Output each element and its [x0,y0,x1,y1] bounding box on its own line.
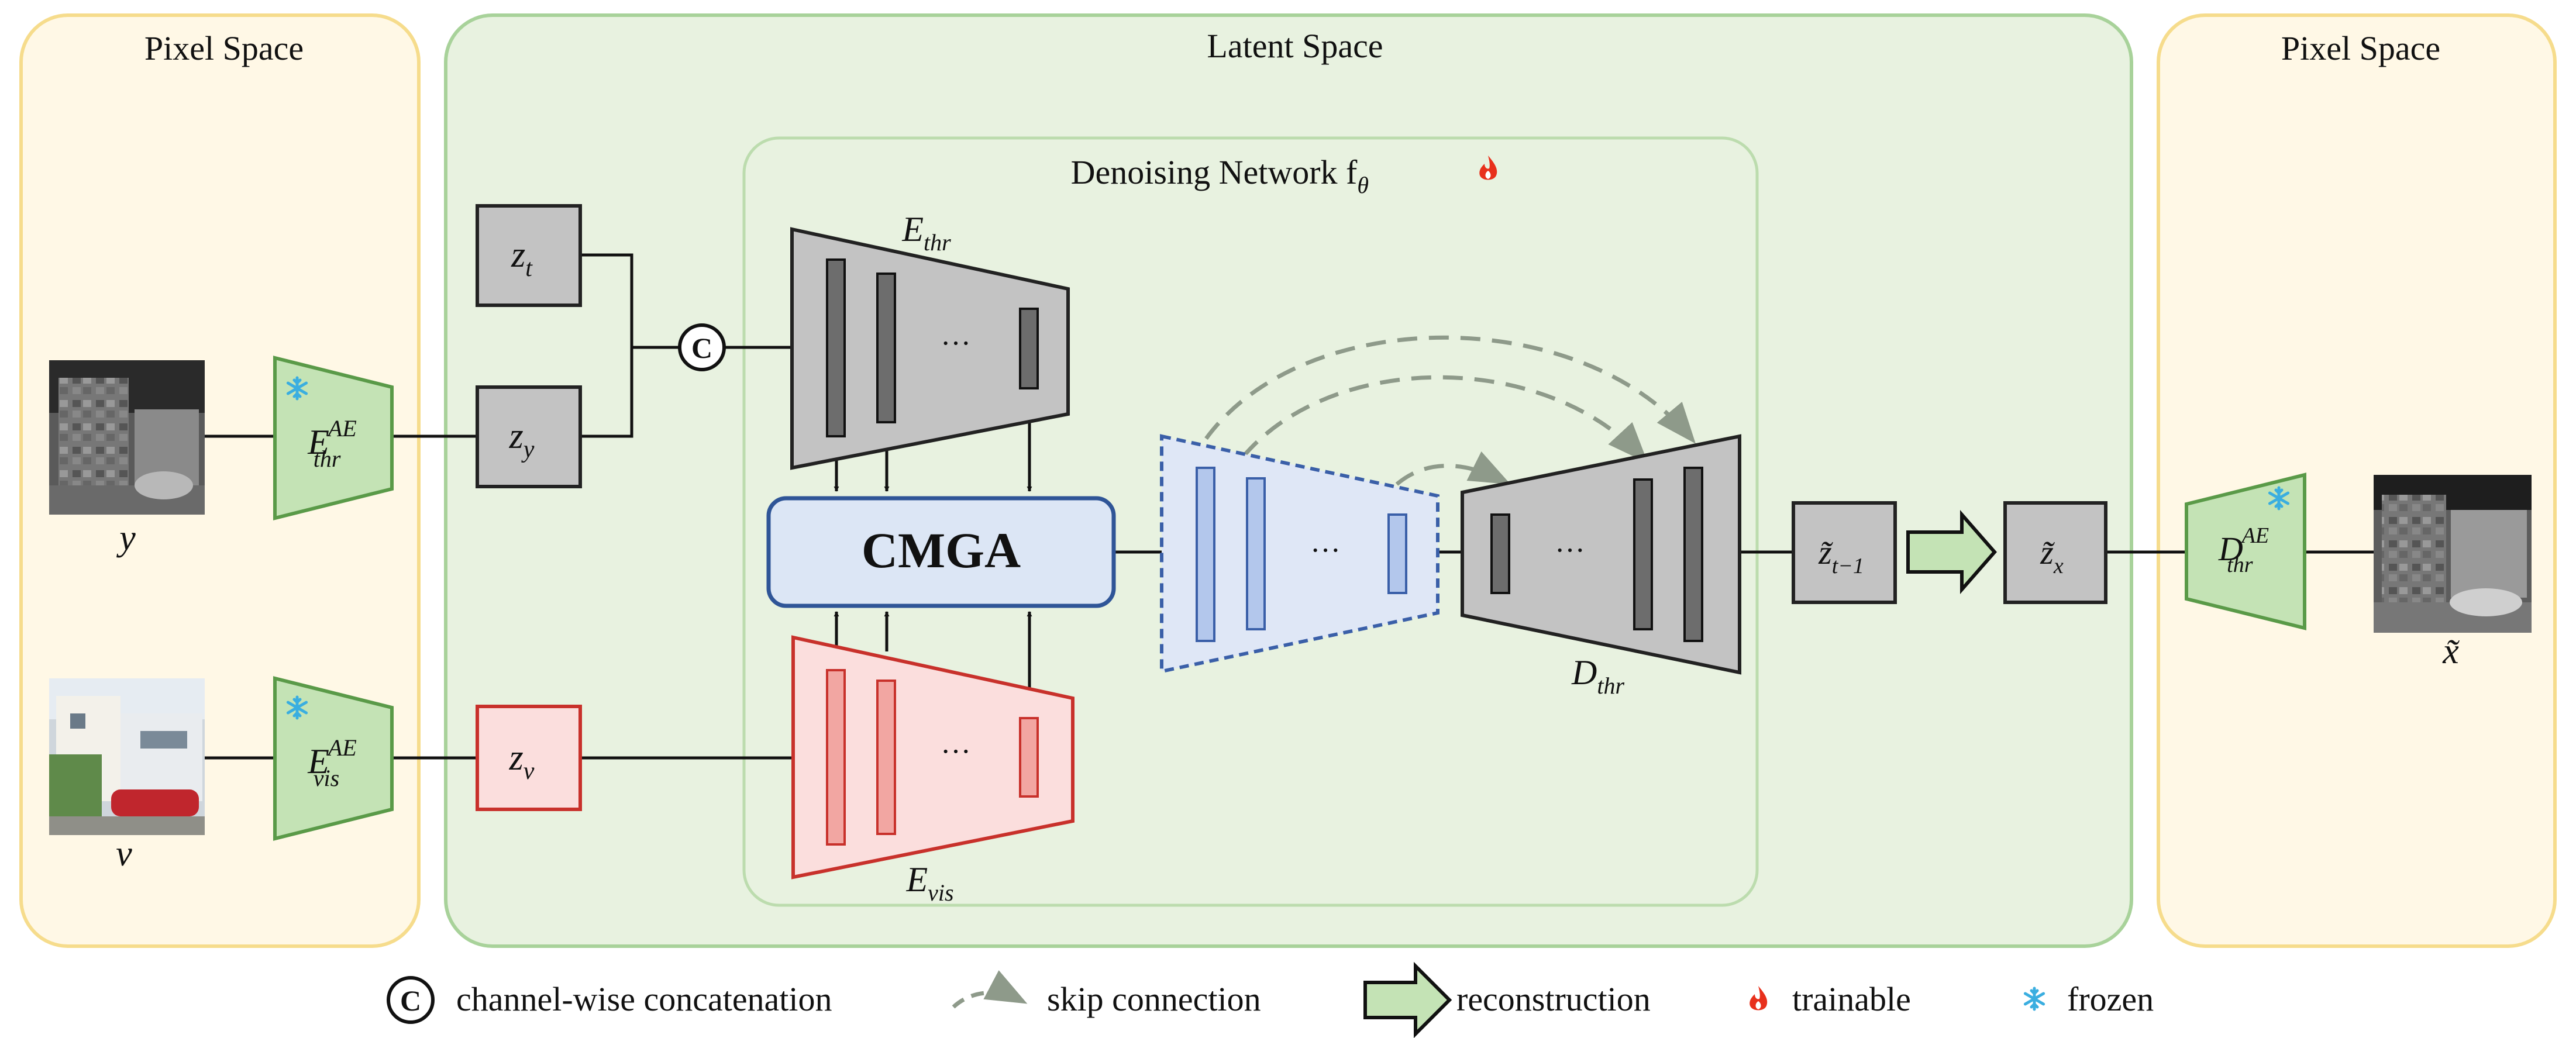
z-x-label: z̃x [2040,533,2064,578]
blue-layer-2 [1246,477,1266,630]
latent-space-label: Latent Space [1207,27,1383,65]
thermal-decoder [1461,434,1741,675]
zy-box [476,385,582,488]
thermal-encoder-label: Ethr [901,210,951,256]
legend-trainable-label: trainable [1792,980,1911,1018]
cmga-decoder-branch [1160,434,1439,674]
thermal-output-label: x̃ [2442,632,2460,671]
legend-reconstruction-icon [1363,961,1452,1038]
visible-encoder [791,635,1075,880]
thermal-encoder-layer-2 [876,273,896,423]
legend-reconstruction-label: reconstruction [1456,980,1651,1018]
legend-concat-icon [387,976,435,1024]
encoder-to-cmga-arrows [834,419,1032,690]
thermal-decoder-layer-1 [1490,513,1510,594]
z-prev-label: z̃t−1 [1818,533,1864,578]
blue-block-ellipsis: ··· [1310,534,1341,567]
visible-encoder-layer-3 [1019,717,1039,798]
pixel-space-right-region [2157,13,2557,948]
thermal-input-image [49,360,205,515]
thermal-encoder [790,227,1070,470]
visible-encoder-layer-1 [826,669,846,846]
cmga-label: CMGA [862,522,1021,578]
legend: C channel-wise concatenation skip connec… [387,961,2154,1038]
connections [205,253,2374,760]
skip-connections [1204,335,1696,486]
legend-skip-label: skip connection [1047,980,1261,1018]
zt-box [476,204,582,307]
thermal-ae-encoder [273,356,394,520]
thermal-decoder-layer-2 [1633,478,1653,630]
concat-node-symbol: C [691,332,712,364]
concat-node [678,323,726,371]
thermal-encoder-layer-3 [1019,308,1039,389]
legend-trainable-flame-icon [1750,986,1768,1011]
zt-label: zt [511,235,533,282]
visible-encoder-label: Evis [905,860,953,906]
denoising-network-label: Denoising Network fθ [1071,153,1369,198]
legend-concat-symbol: C [400,984,421,1017]
legend-frozen-snowflake-icon [2025,988,2043,1009]
zv-label: zv [509,738,535,785]
blue-layer-1 [1196,467,1215,642]
thermal-encoder-ellipsis: ··· [941,327,971,360]
thermal-ae-decoder [2185,473,2306,630]
visible-encoder-ellipsis: ··· [941,735,971,768]
legend-concat-label: channel-wise concatenation [456,980,832,1018]
visible-input-image [49,678,205,835]
z-x-box [2003,501,2107,604]
thermal-encoder-layer-1 [826,258,846,437]
zv-box [476,705,582,811]
zy-label: zy [509,416,535,463]
z-prev-box [1792,501,1897,604]
legend-frozen-label: frozen [2067,980,2154,1018]
thermal-decoder-ellipsis: ··· [1555,534,1585,567]
thermal-output-image [2374,475,2532,633]
visible-ae-encoder [273,676,394,841]
thermal-decoder-label: Dthr [1571,653,1624,699]
visible-encoder-layer-2 [876,680,896,835]
visible-input-label: v [116,834,132,874]
reconstruction-arrow [1906,510,1997,594]
thermal-decoder-layer-3 [1683,467,1703,642]
cmga-module [766,496,1116,608]
legend-skip-icon [952,970,1028,1009]
pixel-space-right-label: Pixel Space [2281,29,2440,67]
blue-layer-3 [1387,513,1407,594]
thermal-input-label: y [116,518,136,558]
pixel-space-left-label: Pixel Space [144,29,304,67]
